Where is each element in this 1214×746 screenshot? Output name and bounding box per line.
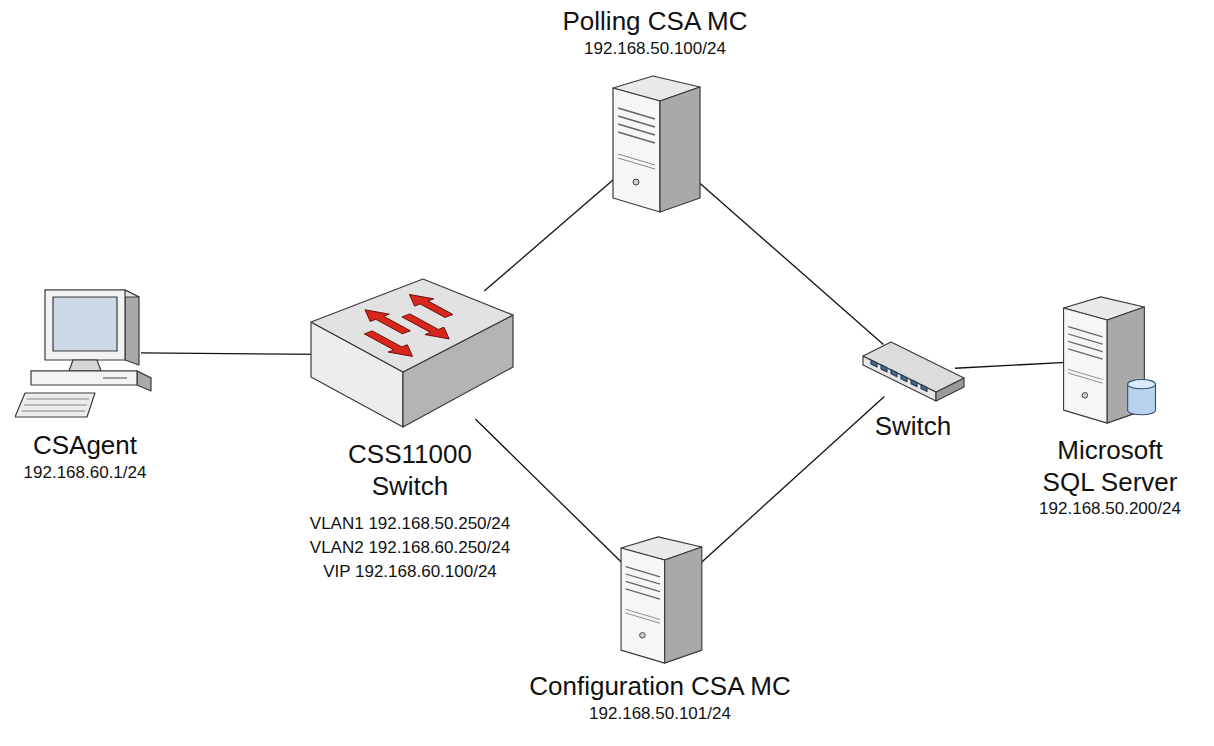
icon-face <box>891 370 897 377</box>
icon-face <box>621 548 665 663</box>
ip-address: VLAN2 192.168.60.250/24 <box>310 536 510 560</box>
icon-face <box>613 88 660 212</box>
power-button <box>633 179 639 185</box>
switch-arrows <box>333 290 487 360</box>
network-link <box>693 177 883 344</box>
device-name: Configuration CSA MC <box>529 671 791 703</box>
ip-address: 192.168.50.100/24 <box>584 38 726 60</box>
icon-face <box>871 360 877 367</box>
device-name: Microsoft SQL Server <box>1030 435 1190 498</box>
device-node: Microsoft SQL Server192.168.50.200/24 <box>1030 295 1190 521</box>
icon-face <box>881 365 887 372</box>
device-node: CSS11000 SwitchVLAN1 192.168.50.250/24VL… <box>303 275 518 584</box>
ip-address: 192.168.60.1/24 <box>24 462 147 484</box>
server-icon <box>613 535 708 665</box>
server-icon <box>608 74 703 214</box>
red-arrow <box>396 312 458 343</box>
icon-face <box>69 360 101 371</box>
network-link <box>955 362 1066 368</box>
pc-icon <box>15 285 155 420</box>
device-node: CSAgent192.168.60.1/24 <box>15 285 155 484</box>
icon-face <box>137 371 151 391</box>
ip-address: VIP 192.168.60.100/24 <box>323 560 497 584</box>
icon-detail <box>1068 373 1102 383</box>
network-link <box>484 177 617 291</box>
device-name: CSAgent <box>33 430 137 462</box>
device-node: Configuration CSA MC192.168.50.101/24 <box>529 535 791 725</box>
icon-face <box>921 385 927 392</box>
icon-detail <box>1068 349 1102 359</box>
device-node: Switch <box>861 338 966 443</box>
icon-face <box>901 375 907 382</box>
css-icon <box>303 275 518 435</box>
icon-face <box>45 290 125 360</box>
icon-face <box>863 342 964 392</box>
icon-face <box>311 279 513 372</box>
ip-address: VLAN1 192.168.50.250/24 <box>310 512 510 536</box>
icon-face <box>31 371 137 385</box>
icon-face <box>911 380 917 387</box>
icon-detail <box>618 158 655 169</box>
device-node: Polling CSA MC192.168.50.100/24 <box>563 6 748 214</box>
icon-detail <box>618 132 655 143</box>
icon-detail <box>625 613 659 623</box>
icon-face <box>53 297 117 351</box>
icon-face <box>1064 308 1108 423</box>
network-link <box>141 353 324 354</box>
icon-detail <box>103 377 127 378</box>
hub-icon <box>861 338 966 403</box>
icon-face <box>125 290 139 365</box>
red-arrow <box>355 306 415 336</box>
icon-detail <box>1155 384 1156 410</box>
icon-face <box>664 547 701 663</box>
icon-detail <box>27 399 90 400</box>
icon-detail <box>625 589 659 599</box>
sql-icon <box>1055 295 1165 425</box>
network-link <box>698 397 884 566</box>
power-button <box>639 633 645 639</box>
icon-detail <box>1127 384 1128 410</box>
icon-face <box>660 87 700 212</box>
red-arrow <box>358 329 421 360</box>
icon-face <box>15 393 95 417</box>
database-cylinder <box>1128 380 1156 415</box>
device-name: CSS11000 Switch <box>335 439 485 502</box>
icon-detail <box>22 411 86 412</box>
ip-address: 192.168.50.200/24 <box>1039 498 1181 520</box>
device-name: Polling CSA MC <box>563 6 748 38</box>
device-name: Switch <box>875 411 952 443</box>
power-button <box>1082 393 1088 399</box>
ip-address: 192.168.50.101/24 <box>589 703 731 725</box>
icon-detail <box>24 405 87 406</box>
